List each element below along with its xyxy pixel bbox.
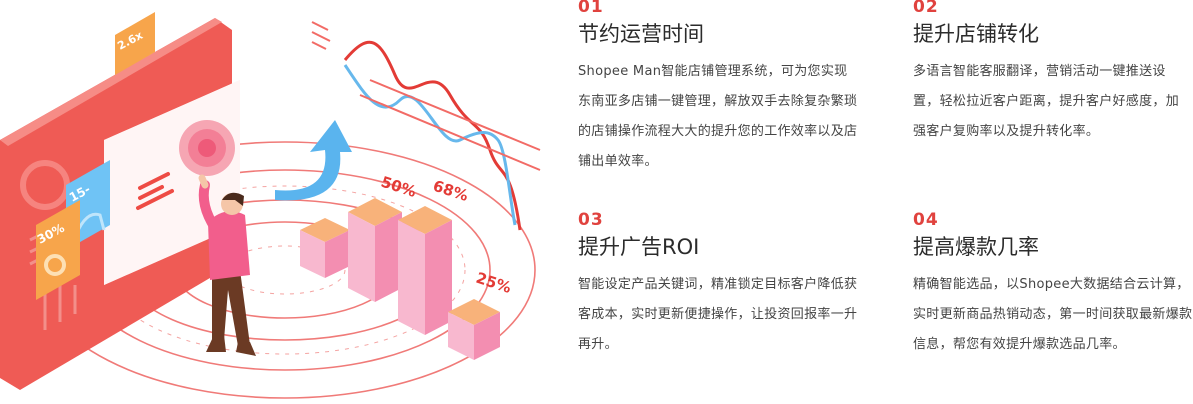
feature-title: 提高爆款几率 xyxy=(913,235,1039,259)
person-figure xyxy=(198,174,256,356)
feature-number: 02 xyxy=(913,0,939,17)
feature-description: Shopee Man智能店铺管理系统，可为您实现东南亚多店铺一键管理，解放双手去… xyxy=(578,64,858,169)
feature-description: 智能设定产品关键词，精准锁定目标客户降低获客成本，实时更新便捷操作，让投资回报率… xyxy=(578,277,858,352)
feature-card-4: 04 提高爆款几率 精确智能选品，以Shopee大数据结合云计算，实时更新商品热… xyxy=(913,210,1193,360)
feature-description: 精确智能选品，以Shopee大数据结合云计算，实时更新商品热销动态，第一时间获取… xyxy=(913,277,1193,352)
feature-description: 多语言智能客服翻译，营销活动一键推送设置，轻松拉近客户距离，提升客户好感度，加强… xyxy=(913,64,1180,139)
feature-number: 03 xyxy=(578,210,604,230)
feature-title: 提升店铺转化 xyxy=(913,22,1039,46)
feature-card-2: 02 提升店铺转化 多语言智能客服翻译，营销活动一键推送设置，轻松拉近客户距离，… xyxy=(913,0,1188,147)
speed-lines xyxy=(311,21,541,171)
growth-arrow xyxy=(275,120,352,201)
badge-top: 2.6x xyxy=(115,12,155,75)
analytics-illustration: 2.6x 15- 30% xyxy=(0,12,541,399)
feature-number: 01 xyxy=(578,0,604,17)
bar-cubes xyxy=(300,198,500,360)
badge-left: 30% xyxy=(35,200,80,300)
percent-label-c: 25% xyxy=(474,269,514,297)
feature-title: 提升广告ROI xyxy=(578,235,700,259)
dashboard-board xyxy=(0,18,240,390)
feature-title: 节约运营时间 xyxy=(578,22,704,46)
trend-lines xyxy=(343,40,522,231)
feature-card-1: 01 节约运营时间 Shopee Man智能店铺管理系统，可为您实现东南亚多店铺… xyxy=(578,0,860,177)
percent-label-a: 50% xyxy=(379,173,419,201)
target-rings-dashed xyxy=(104,185,466,355)
feature-number: 04 xyxy=(913,210,939,230)
feature-card-3: 03 提升广告ROI 智能设定产品关键词，精准锁定目标客户降低获客成本，实时更新… xyxy=(578,210,860,360)
